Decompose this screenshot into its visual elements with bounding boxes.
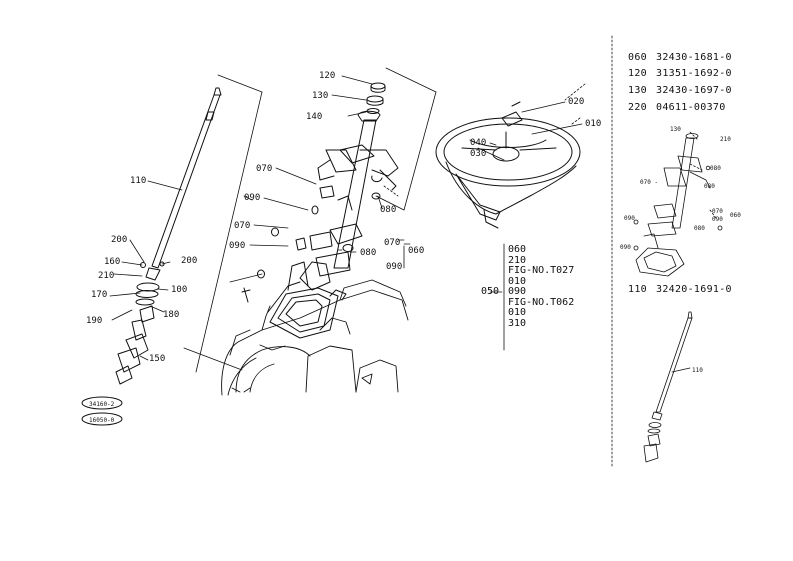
callout-190: 190: [86, 316, 103, 326]
stack-item: 090: [508, 286, 527, 297]
callout-120: 120: [319, 71, 336, 81]
callout-210: 210: [98, 271, 115, 281]
dashed-guides: [383, 35, 717, 469]
inset-callout-070: 070 -: [640, 179, 659, 186]
callout-030: 030: [470, 149, 487, 159]
dashboard-tower: [241, 261, 347, 339]
parts-row: 060 32430-1681-0: [628, 52, 732, 64]
callout-090-b: 090: [229, 241, 246, 251]
inset-callout-090-b: 090: [712, 216, 723, 223]
part-code: 32420-1691-0: [656, 284, 732, 295]
stack-item: 010: [508, 307, 527, 318]
callout-080-a: 080: [380, 205, 397, 215]
callout-180: 180: [163, 310, 180, 320]
callout-140: 140: [306, 112, 323, 122]
callout-010: 010: [585, 119, 602, 129]
part-code: 31351-1692-0: [656, 68, 732, 79]
oval-label-2: 16050-0: [89, 417, 115, 424]
stack-list: 060 210 FIG-NO.T027 010 090 FIG-NO.T062 …: [508, 244, 575, 329]
callout-200-a: 200: [111, 235, 128, 245]
inset-callout-130: 130: [670, 126, 681, 133]
inset-shaft: [643, 311, 693, 463]
stack-item: FIG-NO.T062: [508, 296, 575, 308]
inset-callout-210: 210: [720, 136, 731, 143]
stamp-ovals: [81, 396, 123, 426]
callout-160: 160: [104, 257, 121, 267]
part-code: 32430-1697-0: [656, 85, 732, 96]
inset-callout-080-c: 080: [694, 225, 705, 232]
bushings: [257, 185, 381, 279]
parts-row: 220 04611-00370: [628, 102, 726, 114]
callout-080-b: 080: [360, 248, 377, 258]
shaft-110: [115, 87, 222, 385]
leader-lines: [109, 67, 583, 373]
part-number: 220: [628, 102, 647, 113]
callout-110: 110: [130, 176, 147, 186]
top-rings: [366, 82, 386, 114]
callout-150: 150: [149, 354, 166, 364]
callout-070-c: 070: [384, 238, 401, 248]
steering-column: [299, 110, 399, 291]
stack-prefix-050: 050: [481, 286, 500, 297]
stack-item: FIG-NO.T027: [508, 265, 575, 276]
callout-020: 020: [568, 97, 585, 107]
callout-060: 060: [408, 246, 425, 256]
inset-callout-110: 110: [692, 367, 703, 374]
callout-130: 130: [312, 91, 329, 101]
stack-item: 060: [508, 244, 527, 255]
inset-callout-060: 060: [730, 212, 741, 219]
steering-wheel: [435, 101, 581, 229]
callout-200-b: 200: [181, 256, 198, 266]
inset-callout-090-c: 090: [620, 244, 631, 251]
callout-090-a: 090: [244, 193, 261, 203]
callout-090-c: 090: [386, 262, 403, 272]
inset-callout-070-b: 070: [712, 208, 723, 215]
part-code: 04611-00370: [656, 102, 726, 113]
stack-item: 010: [508, 275, 527, 287]
tractor-body: [221, 279, 409, 396]
part-code: 32430-1681-0: [656, 52, 732, 63]
callout-100: 100: [171, 285, 188, 295]
callout-170: 170: [91, 290, 108, 300]
inset-callout-080-a: 080: [710, 165, 721, 172]
callout-070-b: 070: [234, 221, 251, 231]
stack-item: 210: [508, 254, 527, 266]
oval-label-1: 34160-2: [89, 401, 115, 408]
part-number: 120: [628, 68, 647, 79]
part-number: 130: [628, 85, 647, 96]
parts-row-110: 110 32420-1691-0: [628, 284, 732, 296]
inset-callout-080-b: 080: [704, 183, 715, 190]
part-number: 060: [628, 52, 647, 63]
inset-callout-090-a: 090: [624, 215, 635, 222]
parts-row: 130 32430-1697-0: [628, 85, 732, 97]
callout-070-a: 070: [256, 164, 273, 174]
stack-item: 310: [508, 317, 527, 329]
callout-040: 040: [470, 138, 487, 148]
part-number: 110: [628, 284, 647, 295]
parts-row: 120 31351-1692-0: [628, 68, 732, 80]
inset-column: [633, 133, 723, 277]
